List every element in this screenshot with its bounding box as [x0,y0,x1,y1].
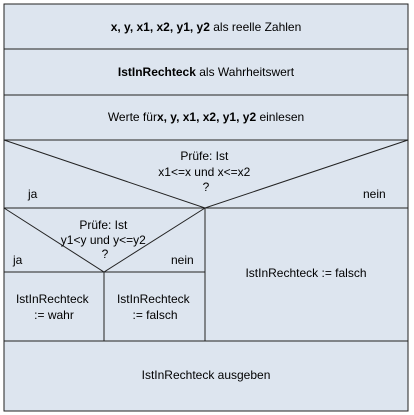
inner-decision-yes-label: ja [12,253,23,267]
outer-decision-no-label: nein [363,187,386,201]
output-text: IstInRechteck ausgeben [142,368,271,382]
outer-no-branch-text: IstInRechteck := falsch [245,266,366,280]
outer-decision-condition: Prüfe: Ist x1<=x und x<=x2 ? [158,149,253,194]
read-input-text: Werte fürx, y, x1, x2, y1, y2 einlesen [108,110,304,124]
declare-flag-text: IstInRechteck als Wahrheitswert [118,65,295,79]
inner-yes-branch-block [3,271,105,342]
declare-flag-block [3,48,409,96]
inner-yes-branch-text: IstInRechteck := wahr [16,292,92,322]
declare-variables-text: x, y, x1, x2, y1, y2 als reelle Zahlen [111,20,302,34]
inner-decision-no-label: nein [171,253,194,267]
output-block [3,340,409,412]
declare-variables-block [3,3,409,50]
inner-no-branch-block [103,271,206,342]
outer-decision-block [3,139,409,209]
outer-decision-yes-label: ja [27,187,38,201]
read-input-block [3,94,409,141]
outer-no-branch-block [204,207,409,342]
inner-decision-condition: Prüfe: Ist y1<y und y<=y2 ? [61,218,149,261]
inner-no-branch-text: IstInRechteck := falsch [117,292,193,322]
